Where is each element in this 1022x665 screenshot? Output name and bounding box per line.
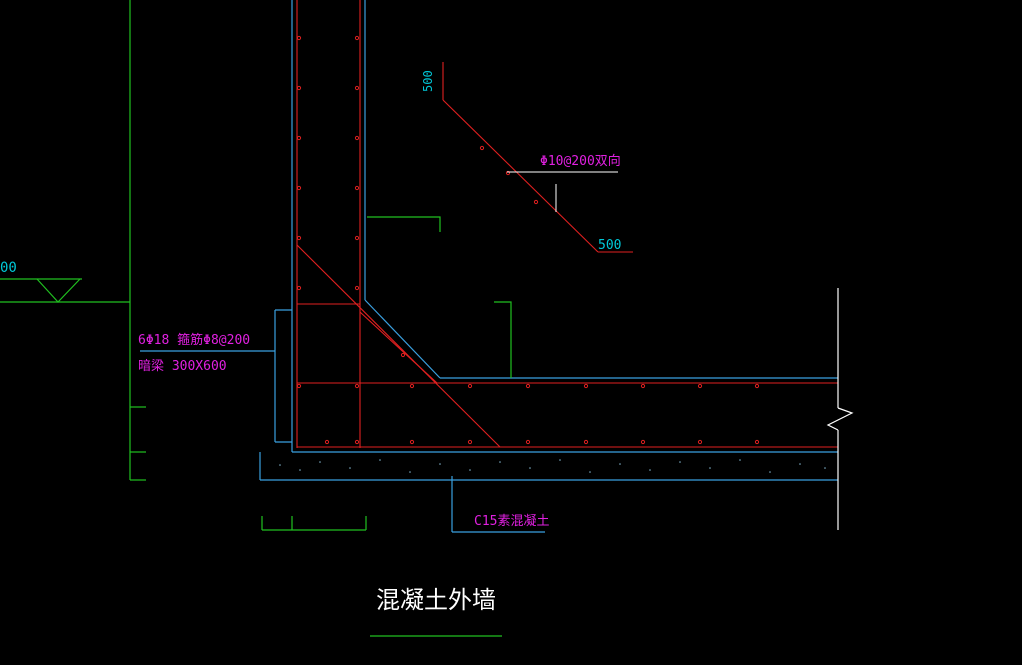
drawing-title: 混凝土外墙: [376, 586, 496, 614]
beam-size-label: 暗梁 300X600: [138, 359, 227, 374]
level-symbol: [0, 278, 82, 303]
beam-rebar-label: 6Φ18 箍筋Φ8@200: [138, 332, 250, 348]
cushion-label: C15素混凝土: [474, 513, 549, 529]
slope-rebar-detail: [442, 62, 633, 253]
wall-concrete-outline: [140, 0, 838, 533]
green-brackets: [261, 216, 512, 531]
cushion-speckles: [279, 459, 826, 473]
slope-rebar-dots: [479, 145, 539, 205]
dim-top: 500: [421, 70, 435, 92]
slope-leader: [507, 171, 618, 212]
break-line: [826, 288, 854, 530]
wall-rebar: [296, 0, 838, 448]
dim-bottom: 500: [598, 238, 621, 253]
rebar-dots: [296, 35, 760, 445]
slope-rebar-label: Φ10@200双向: [540, 153, 621, 169]
left-reference-line: [0, 0, 146, 481]
level-mark: 00: [0, 260, 17, 276]
